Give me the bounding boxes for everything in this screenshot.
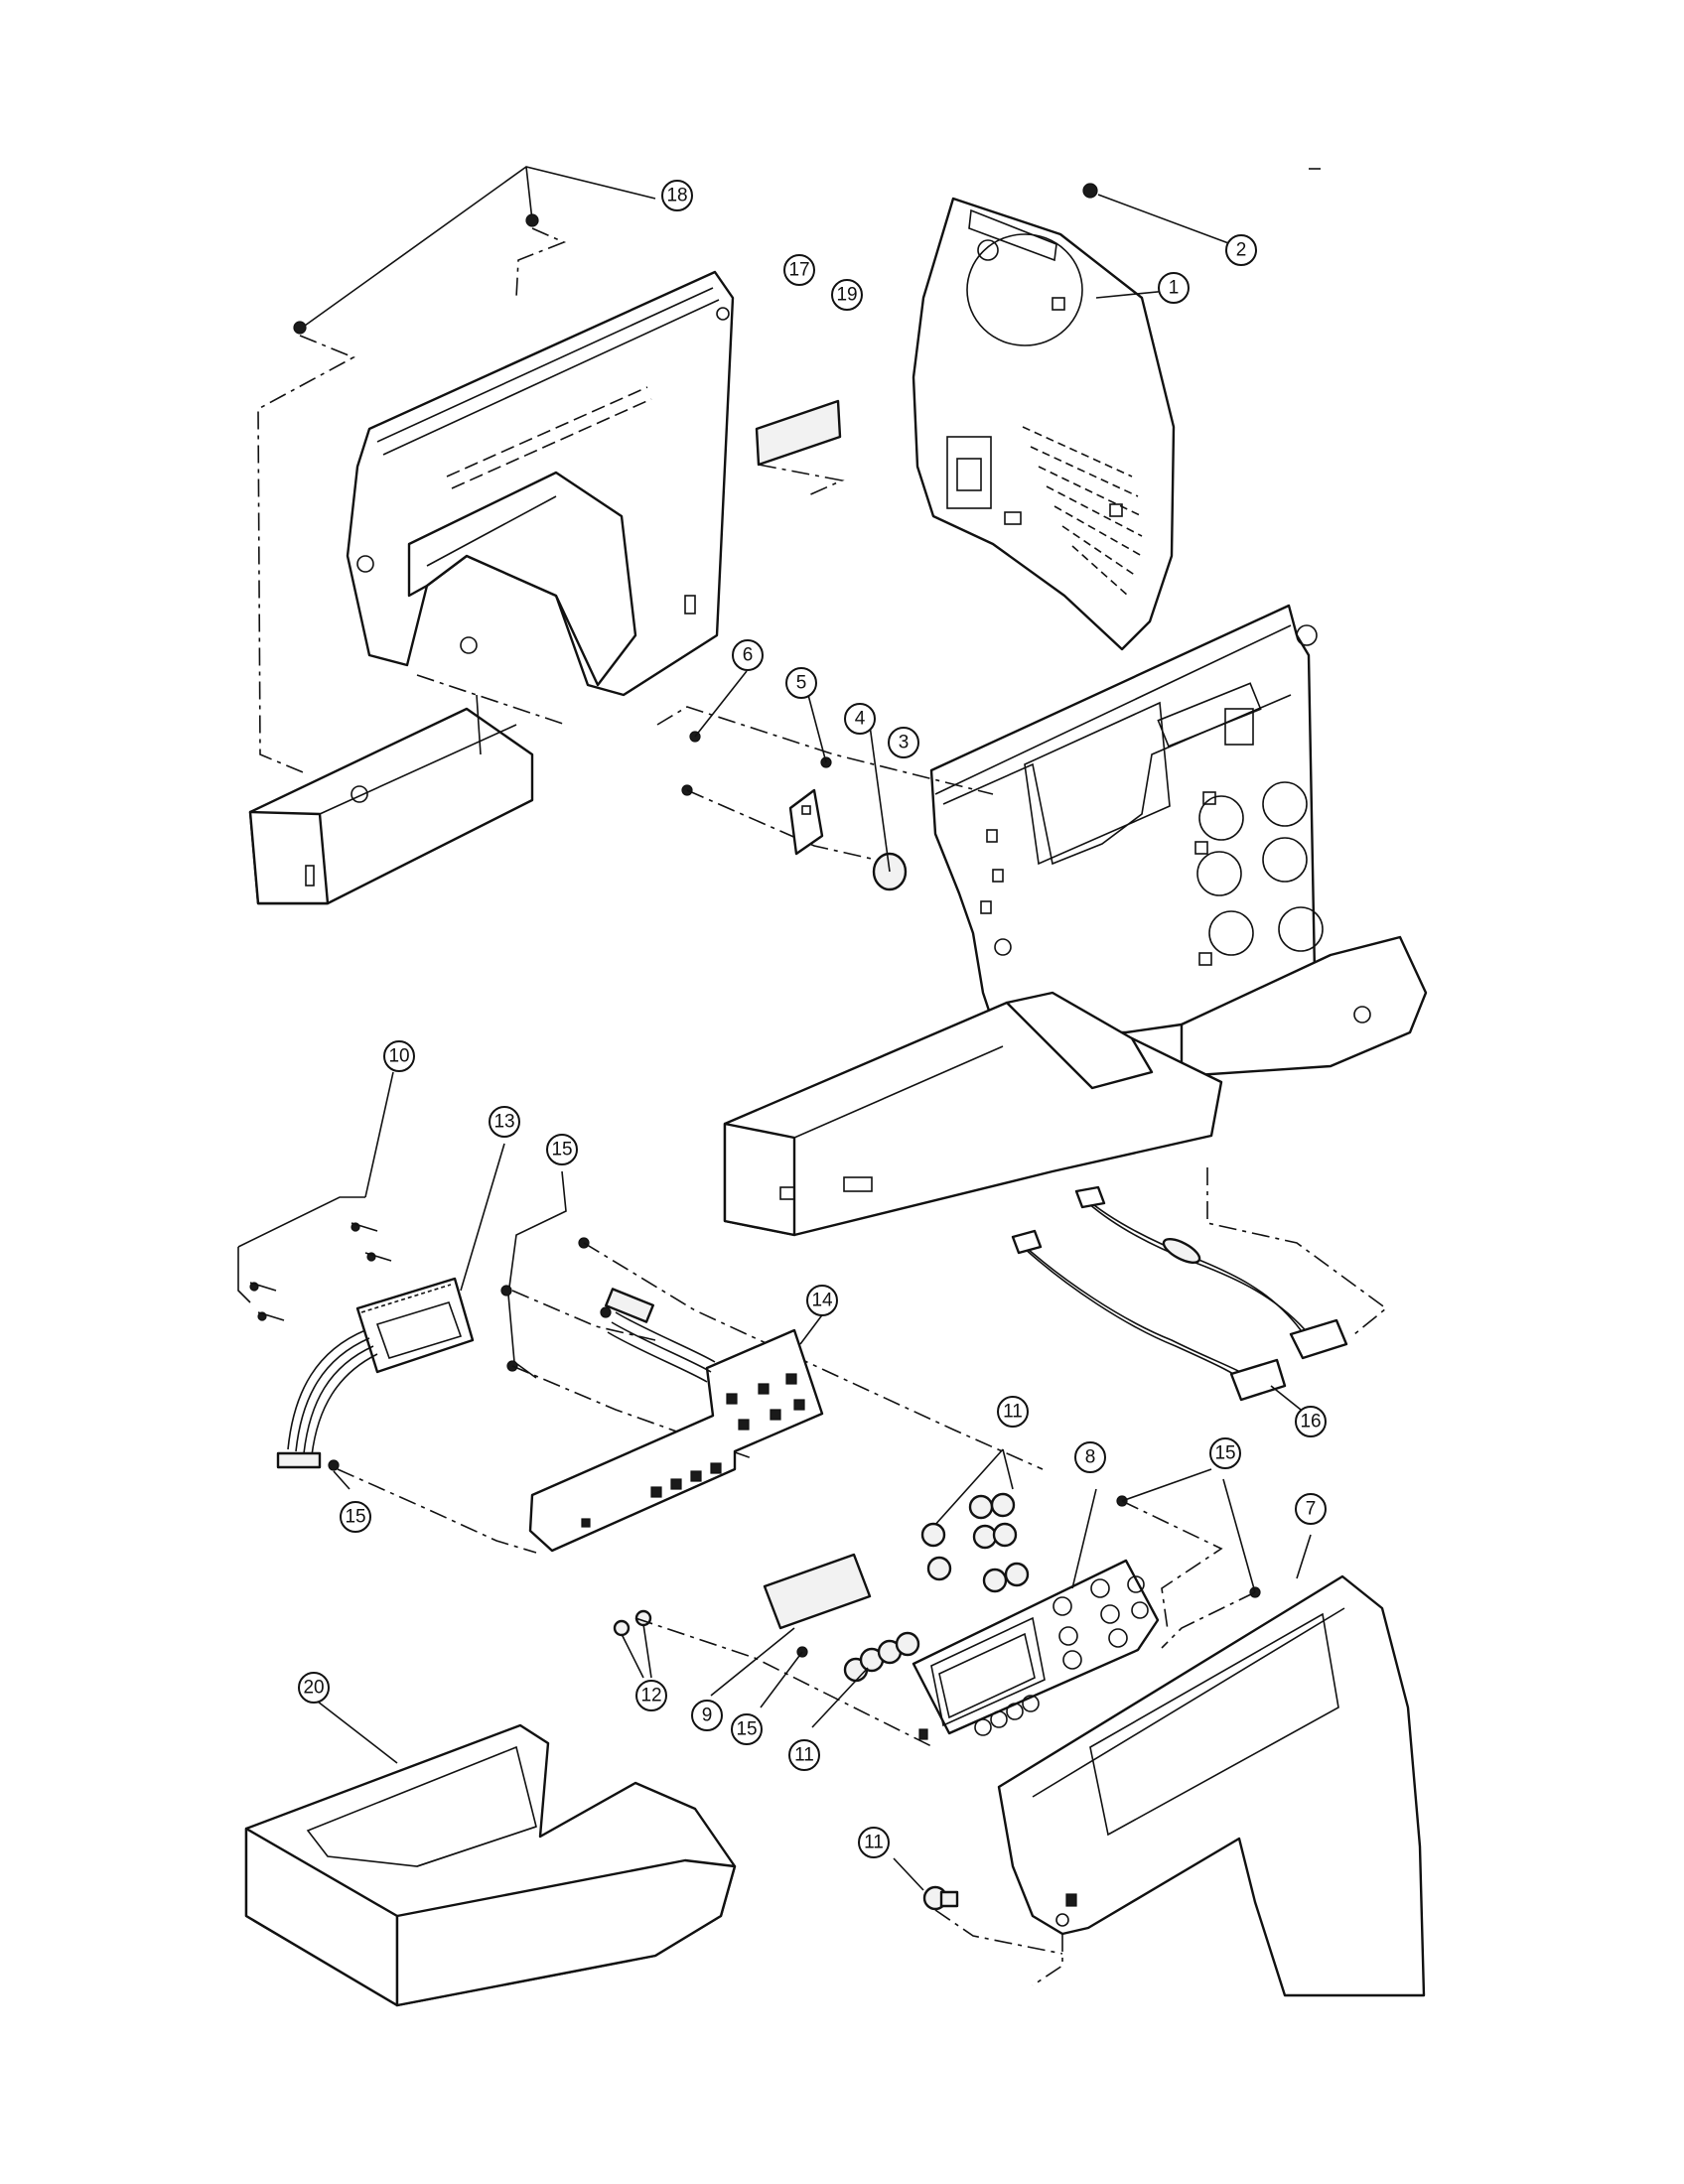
svg-text:8: 8 <box>1085 1447 1096 1468</box>
part-13-display-module <box>276 1143 505 1469</box>
svg-text:11: 11 <box>1003 1402 1023 1423</box>
part-4-bushing <box>867 710 908 891</box>
part-11-buttons-lower <box>811 1631 920 1728</box>
callout-11: 11 <box>858 1827 890 1858</box>
part-15-screw-single <box>328 1459 537 1554</box>
part-11-buttons-top <box>920 1448 1030 1593</box>
svg-text:5: 5 <box>796 673 807 694</box>
part-10-screws <box>237 1071 394 1321</box>
part-6-screws <box>656 670 994 865</box>
callout-18: 18 <box>661 180 693 211</box>
callout-19: 19 <box>831 279 863 311</box>
svg-text:12: 12 <box>640 1686 661 1706</box>
part-1-side-cover <box>912 197 1179 651</box>
part-17-rear-frame <box>346 270 735 697</box>
svg-text:11: 11 <box>794 1745 814 1766</box>
part-2-screw <box>1082 183 1232 245</box>
callout-15: 15 <box>340 1501 371 1533</box>
part-11-single-knob <box>893 1857 1063 1986</box>
callout-15: 15 <box>546 1134 578 1165</box>
svg-text:7: 7 <box>1306 1499 1317 1520</box>
callout-4: 4 <box>844 703 876 735</box>
svg-text:15: 15 <box>345 1507 365 1528</box>
svg-text:3: 3 <box>899 733 910 753</box>
svg-text:14: 14 <box>811 1291 833 1311</box>
callout-15: 15 <box>1209 1437 1241 1469</box>
part-16-wire-harness <box>1011 1167 1388 1411</box>
callout-8: 8 <box>1074 1441 1106 1473</box>
callout-10: 10 <box>383 1040 415 1072</box>
part-8-control-panel <box>912 1488 1160 1740</box>
callout-12: 12 <box>635 1680 667 1711</box>
part-15-screws-group-b <box>1116 1468 1261 1649</box>
middle-base-housing <box>723 991 1223 1237</box>
callout-11: 11 <box>997 1396 1029 1428</box>
callout-16: 16 <box>1295 1406 1327 1437</box>
callout-2: 2 <box>1225 234 1257 266</box>
callout-6: 6 <box>732 639 764 671</box>
svg-text:17: 17 <box>788 260 809 281</box>
part-15-screws-group-d <box>634 1617 934 1748</box>
callout-15: 15 <box>731 1713 763 1745</box>
svg-text:9: 9 <box>702 1706 713 1726</box>
callout-17: 17 <box>783 254 815 286</box>
svg-text:15: 15 <box>1214 1443 1235 1464</box>
svg-text:18: 18 <box>666 186 687 206</box>
svg-text:6: 6 <box>743 645 754 666</box>
callout-14: 14 <box>806 1285 838 1316</box>
callout-9: 9 <box>691 1700 723 1731</box>
part-18-screws <box>257 166 656 775</box>
lower-left-housing <box>248 674 567 905</box>
part-14-control-pcb <box>528 1288 825 1553</box>
callout-5: 5 <box>785 667 817 699</box>
part-15-screws-group-a <box>500 1170 1044 1470</box>
svg-text:13: 13 <box>493 1112 514 1133</box>
svg-text:15: 15 <box>736 1719 757 1740</box>
part-20-base-cover <box>244 1701 737 2007</box>
callout-11: 11 <box>788 1739 820 1771</box>
svg-text:20: 20 <box>303 1678 324 1699</box>
svg-text:15: 15 <box>551 1140 572 1160</box>
callout-13: 13 <box>489 1106 520 1138</box>
part-9-lens-cover <box>710 1553 872 1697</box>
part-5-bracket <box>788 694 832 856</box>
svg-text:4: 4 <box>855 709 866 730</box>
svg-text:11: 11 <box>864 1833 884 1853</box>
svg-text:1: 1 <box>1169 278 1180 299</box>
svg-text:16: 16 <box>1300 1412 1321 1433</box>
callout-1: 1 <box>1158 272 1190 304</box>
callout-20: 20 <box>298 1672 330 1704</box>
callout-7: 7 <box>1295 1493 1327 1525</box>
callout-3: 3 <box>888 727 919 758</box>
svg-text:10: 10 <box>388 1046 409 1067</box>
svg-text:19: 19 <box>836 285 857 306</box>
part-7-front-cover <box>997 1534 1426 1997</box>
part-19-label-plate <box>755 399 845 497</box>
svg-text:2: 2 <box>1236 240 1247 261</box>
part-12-led-pair <box>613 1609 652 1679</box>
